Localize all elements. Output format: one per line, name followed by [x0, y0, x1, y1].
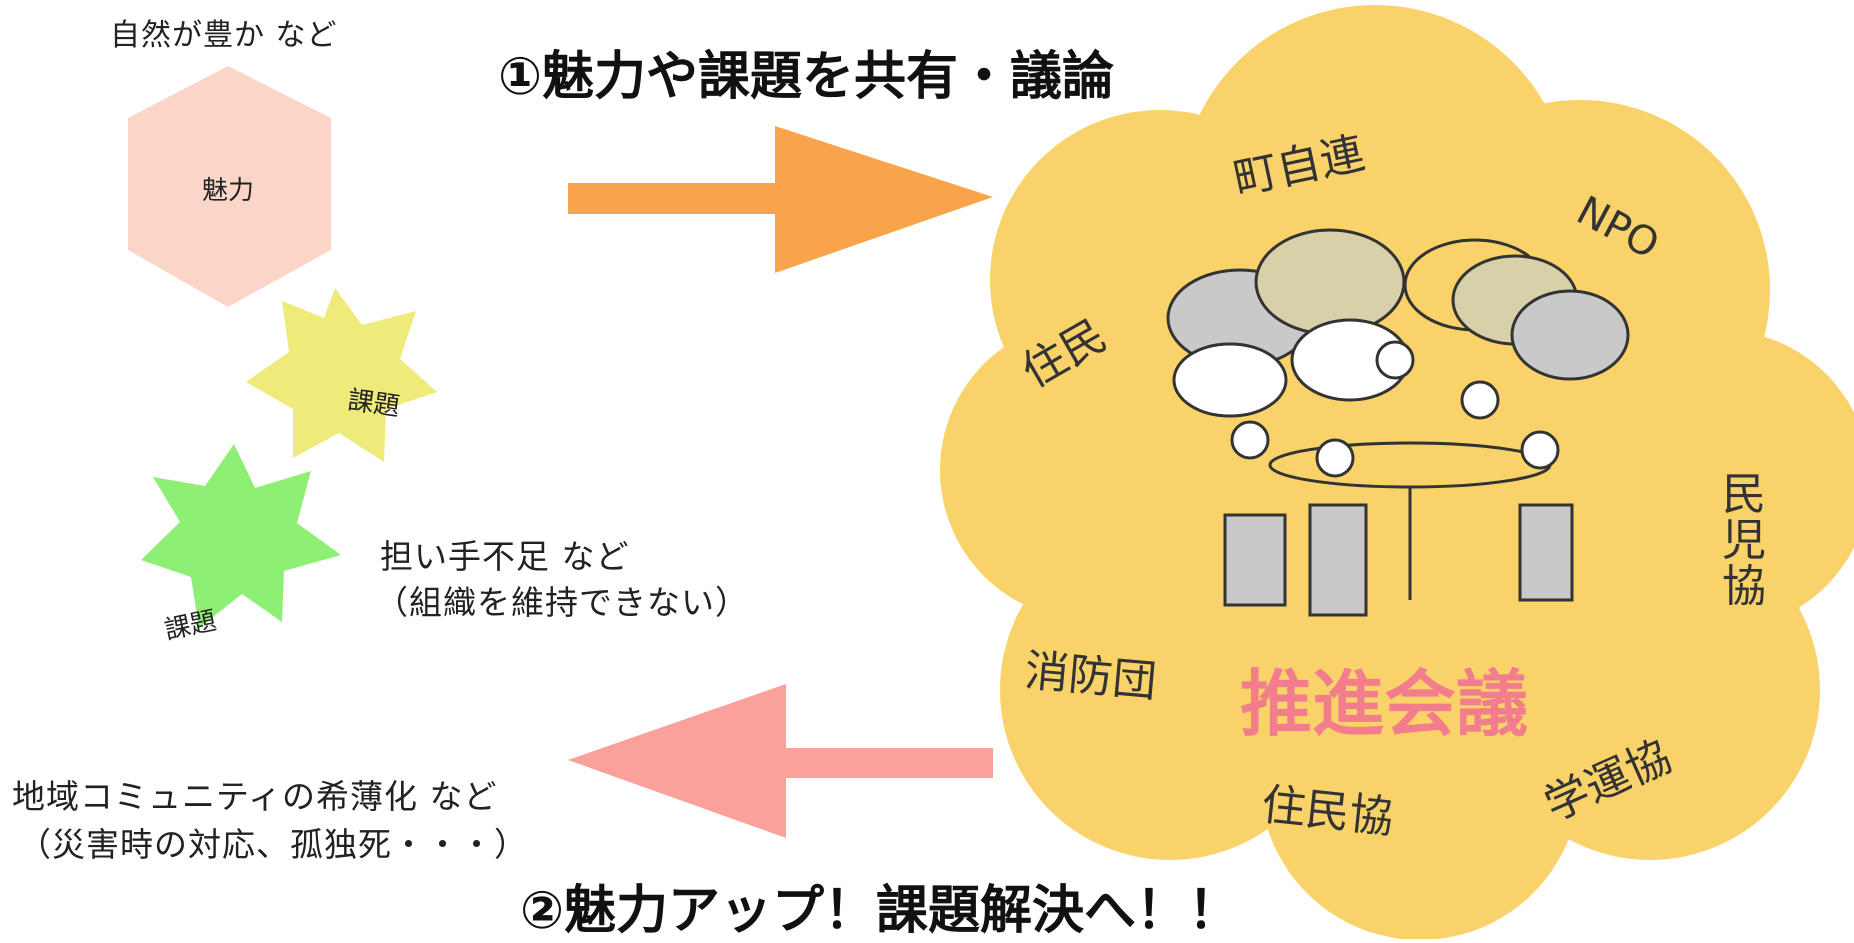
- attraction-hexagon: [128, 66, 331, 307]
- step1-title: ①魅力や課題を共有・議論: [498, 47, 1115, 107]
- attraction-note: 自然が豊か など: [110, 18, 338, 53]
- step1-arrow: [568, 126, 993, 273]
- member-residents-assoc: 住民協: [1259, 779, 1396, 844]
- attraction-label: 魅力: [202, 176, 255, 206]
- issue-green-note-line2: （災害時の対応、孤独死・・・）: [18, 825, 528, 864]
- issue-green-note-line1: 地域コミュニティの希薄化 など: [12, 777, 498, 816]
- issue-yellow-note-line1: 担い手不足 など: [380, 537, 630, 576]
- step2-arrow: [568, 684, 993, 838]
- member-fire: 消防団: [1022, 645, 1159, 708]
- issue-yellow-note-line2: （組織を維持できない）: [375, 583, 749, 622]
- council-cloud: [940, 5, 1854, 939]
- member-welfare: 民児協: [1722, 469, 1766, 612]
- council-name: 推進会議: [1240, 662, 1529, 746]
- meeting-illustration: [1166, 228, 1630, 617]
- step2-title: ②魅力アップ！課題解決へ！！: [520, 881, 1241, 941]
- issue-star-green: [141, 444, 341, 628]
- issue-yellow-label: 課題: [345, 385, 402, 423]
- issue-star-yellow: [246, 288, 437, 462]
